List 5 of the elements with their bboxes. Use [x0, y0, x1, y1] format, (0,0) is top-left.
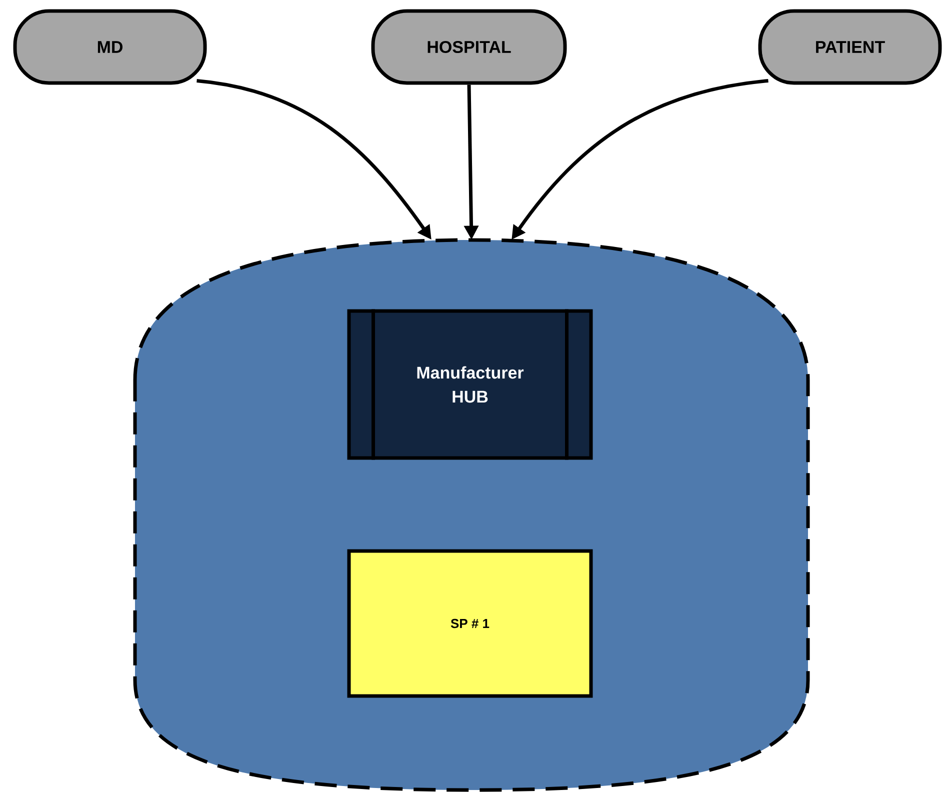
pill-box: PATIENT: [758, 9, 942, 85]
hub-box: Manufacturer HUB: [347, 309, 593, 460]
pill-box: MD: [13, 9, 207, 85]
pill-box: HOSPITAL: [371, 9, 567, 85]
sp-box: SP # 1: [347, 549, 593, 698]
